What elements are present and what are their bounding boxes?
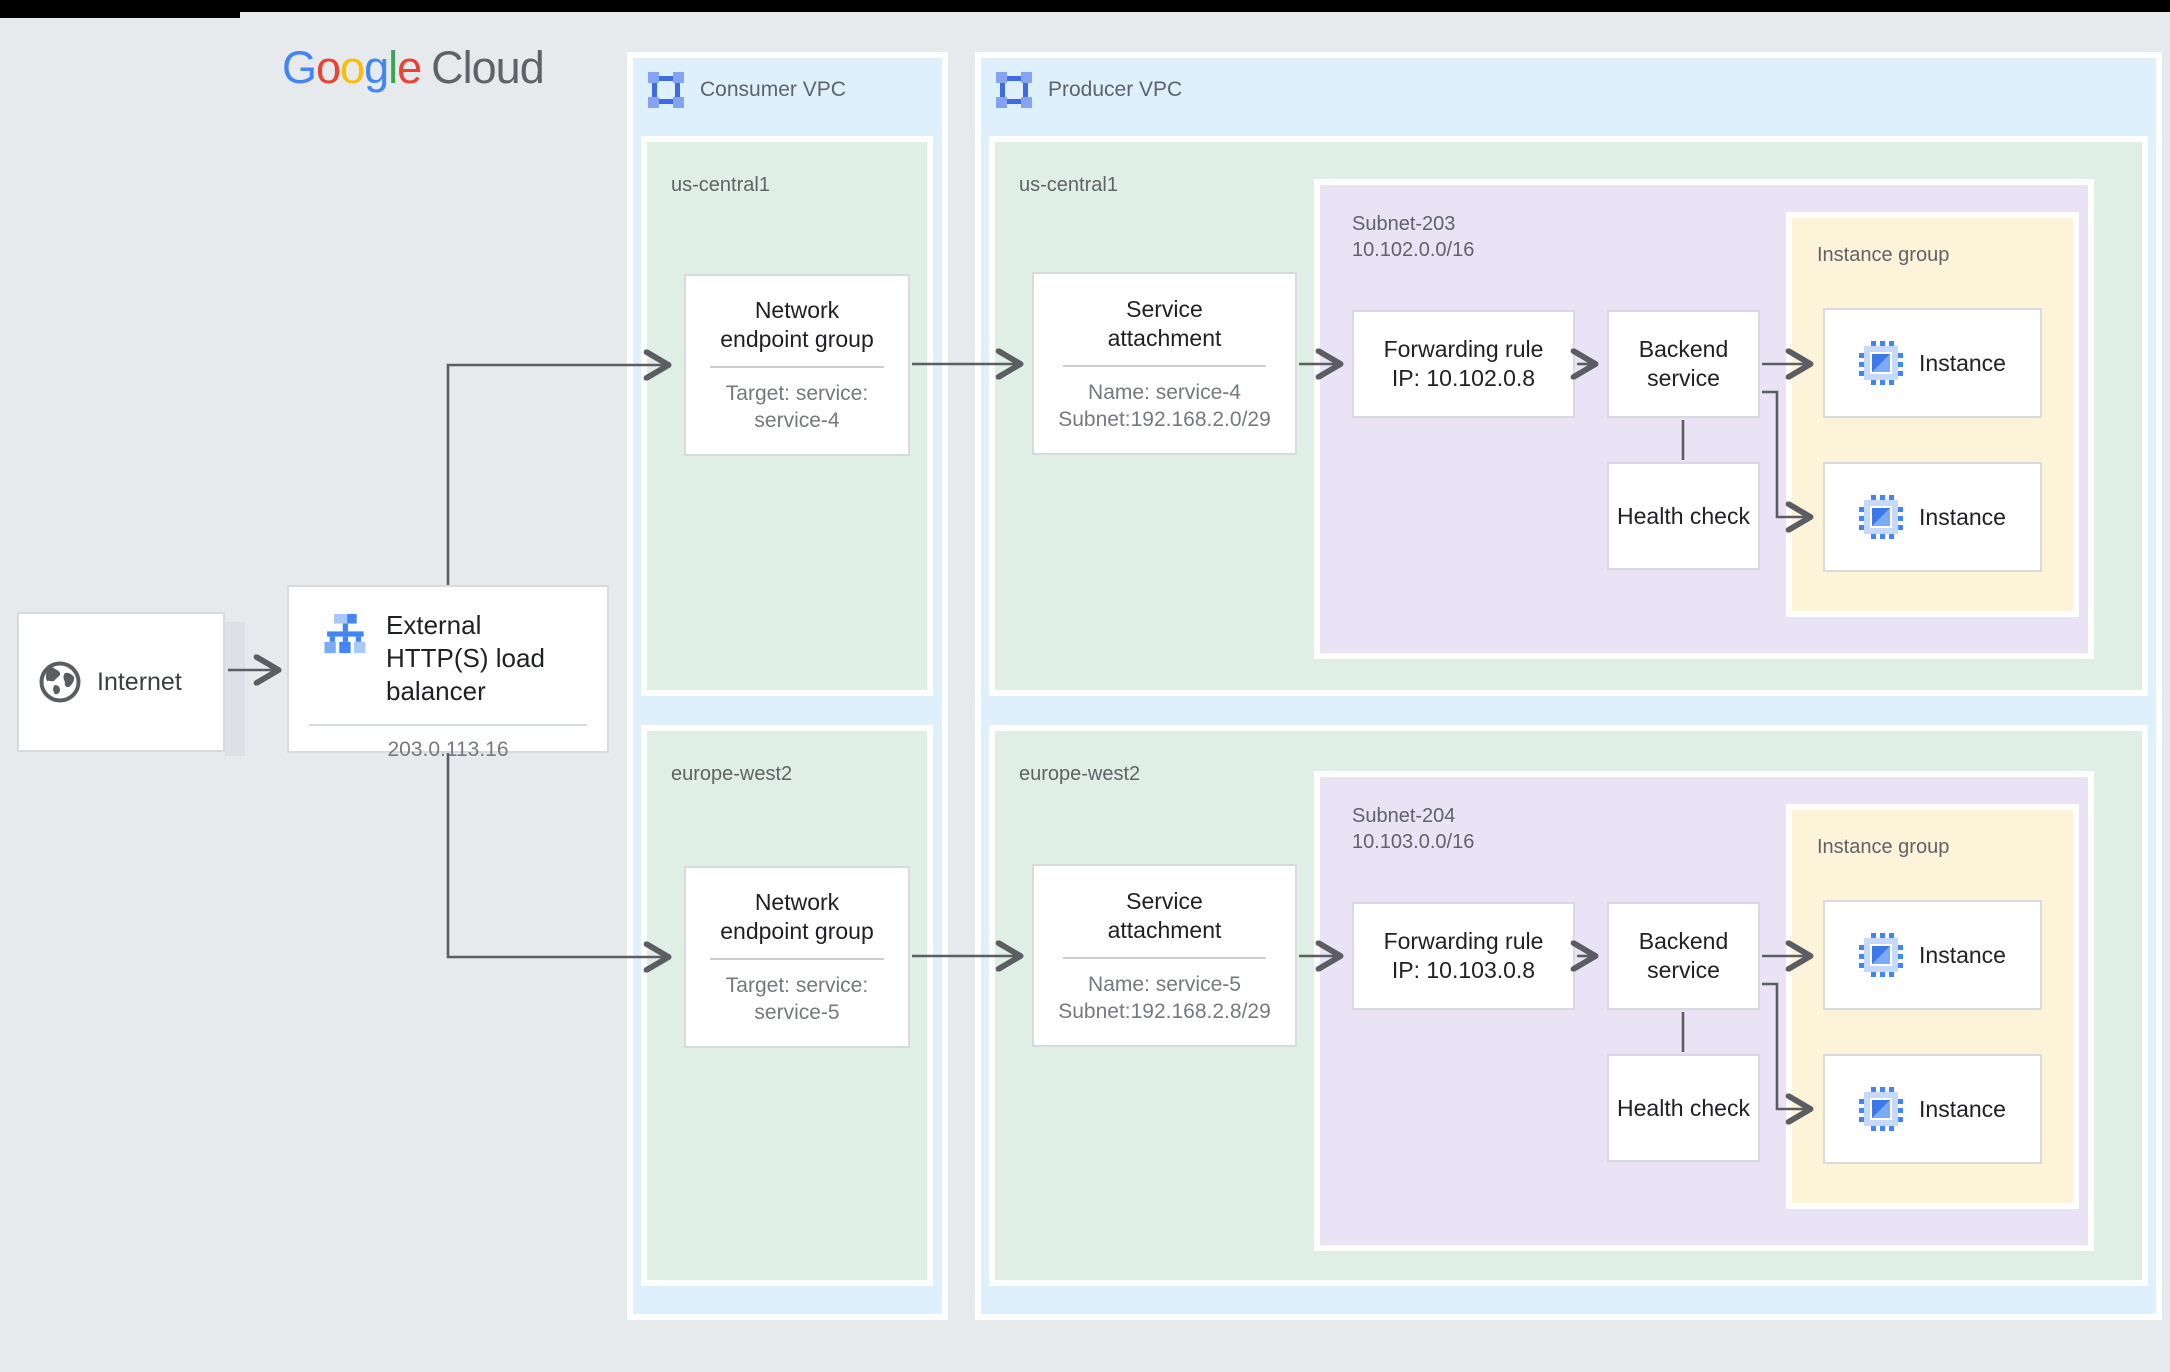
internet-node: Internet xyxy=(17,612,225,752)
service-attachment-details: Name: service-4 Subnet:192.168.2.0/29 xyxy=(1058,379,1271,433)
network-endpoint-group-2-node: Network endpoint group Target: service: … xyxy=(684,866,910,1048)
compute-instance-icon xyxy=(1859,1087,1904,1131)
vpc-network-icon xyxy=(648,72,684,108)
backend-service-label: Backend service xyxy=(1638,928,1729,983)
external-https-load-balancer-node: External HTTP(S) load balancer 203.0.113… xyxy=(287,585,609,761)
subnet-cidr: 10.102.0.0/16 xyxy=(1352,239,1475,261)
health-check-label: Health check xyxy=(1617,1094,1750,1121)
neg-target-line: service-4 xyxy=(754,409,840,432)
service-attachment-subnet: Subnet:192.168.2.8/29 xyxy=(1058,999,1271,1023)
neg-target-line: Target: service: xyxy=(725,974,869,997)
forwarding-rule-ip: IP: 10.103.0.8 xyxy=(1391,957,1536,983)
service-attachment-1-node: Service attachment Name: service-4 Subne… xyxy=(1032,272,1297,455)
compute-instance-icon xyxy=(1859,341,1904,385)
instance-2-node: Instance xyxy=(1823,462,2042,572)
logo-letter: o xyxy=(340,42,365,93)
backend-service-2-node: Backend service xyxy=(1607,902,1760,1010)
forwarding-rule-1-node: Forwarding rule IP: 10.102.0.8 xyxy=(1352,310,1575,418)
neg-target-line: service-5 xyxy=(754,1001,840,1024)
instance-group-label: Instance group xyxy=(1817,836,1950,858)
compute-instance-icon xyxy=(1859,933,1904,977)
instance-1-node: Instance xyxy=(1823,308,2042,418)
region-label: us-central1 xyxy=(671,174,770,196)
vpc-network-icon xyxy=(996,72,1032,108)
instance-label: Instance xyxy=(1919,1095,2006,1122)
compute-instance-icon xyxy=(1859,495,1904,539)
backend-service-1-node: Backend service xyxy=(1607,310,1760,418)
top-black-bar xyxy=(0,0,2170,12)
subnet-label: Subnet-203 10.102.0.0/16 xyxy=(1352,211,1474,263)
logo-letter: G xyxy=(282,42,317,93)
health-check-label: Health check xyxy=(1617,502,1750,529)
divider xyxy=(1062,364,1267,367)
service-attachment-name: Name: service-5 xyxy=(1088,972,1241,996)
logo-letter: e xyxy=(397,42,422,93)
health-check-1-node: Health check xyxy=(1607,462,1760,570)
service-attachment-title: Service attachment xyxy=(1107,295,1222,351)
load-balancer-row: External HTTP(S) load balancer xyxy=(305,609,591,708)
internet-node-shadow xyxy=(225,622,245,756)
logo-letter: l xyxy=(388,42,398,93)
network-endpoint-group-1-node: Network endpoint group Target: service: … xyxy=(684,274,910,456)
service-attachment-name: Name: service-4 xyxy=(1088,380,1241,404)
forwarding-rule-ip: IP: 10.102.0.8 xyxy=(1391,365,1536,391)
load-balancer-title: External HTTP(S) load balancer xyxy=(386,610,545,706)
subnet-cidr: 10.103.0.0/16 xyxy=(1352,831,1475,853)
consumer-vpc-label: Consumer VPC xyxy=(700,78,846,101)
neg-target: Target: service: service-4 xyxy=(726,380,868,434)
region-label: europe-west2 xyxy=(671,763,793,785)
subnet-label: Subnet-204 10.103.0.0/16 xyxy=(1352,803,1474,855)
region-label: us-central1 xyxy=(1019,174,1118,196)
service-attachment-details: Name: service-5 Subnet:192.168.2.8/29 xyxy=(1058,971,1271,1025)
internet-label: Internet xyxy=(97,667,182,696)
instance-3-node: Instance xyxy=(1823,900,2042,1010)
region-label: europe-west2 xyxy=(1019,763,1141,785)
instance-label: Instance xyxy=(1919,941,2006,968)
neg-title: Network endpoint group xyxy=(720,889,874,944)
service-attachment-subnet: Subnet:192.168.2.0/29 xyxy=(1058,407,1271,431)
forwarding-rule-2-node: Forwarding rule IP: 10.103.0.8 xyxy=(1352,902,1575,1010)
neg-title: Network endpoint group xyxy=(720,297,874,352)
globe-icon xyxy=(39,661,81,703)
logo-letter: o xyxy=(316,42,341,93)
neg-target: Target: service: service-5 xyxy=(726,972,868,1026)
service-attachment-2-node: Service attachment Name: service-5 Subne… xyxy=(1032,864,1297,1047)
subnet-name: Subnet-203 xyxy=(1352,213,1456,235)
consumer-vpc-header: Consumer VPC xyxy=(633,58,942,108)
top-black-bar-left xyxy=(0,0,240,18)
divider xyxy=(710,958,884,960)
load-balancer-icon xyxy=(324,613,366,654)
divider xyxy=(710,366,884,368)
producer-vpc-label: Producer VPC xyxy=(1048,78,1183,101)
load-balancer-ip: 203.0.113.16 xyxy=(387,738,509,761)
backend-service-label: Backend service xyxy=(1638,336,1729,391)
divider xyxy=(309,724,587,726)
logo-letter: g xyxy=(364,42,389,93)
instance-label: Instance xyxy=(1919,503,2006,530)
forwarding-rule-title: Forwarding rule xyxy=(1383,336,1544,362)
service-attachment-title: Service attachment xyxy=(1107,887,1222,943)
subnet-name: Subnet-204 xyxy=(1352,805,1456,827)
neg-target-line: Target: service: xyxy=(725,382,869,405)
instance-group-label: Instance group xyxy=(1817,244,1950,266)
health-check-2-node: Health check xyxy=(1607,1054,1760,1162)
logo-cloud-word: Cloud xyxy=(431,42,545,93)
instance-4-node: Instance xyxy=(1823,1054,2042,1164)
producer-vpc-header: Producer VPC xyxy=(981,58,2156,108)
divider xyxy=(1062,956,1267,959)
instance-label: Instance xyxy=(1919,349,2006,376)
forwarding-rule-title: Forwarding rule xyxy=(1383,928,1544,954)
